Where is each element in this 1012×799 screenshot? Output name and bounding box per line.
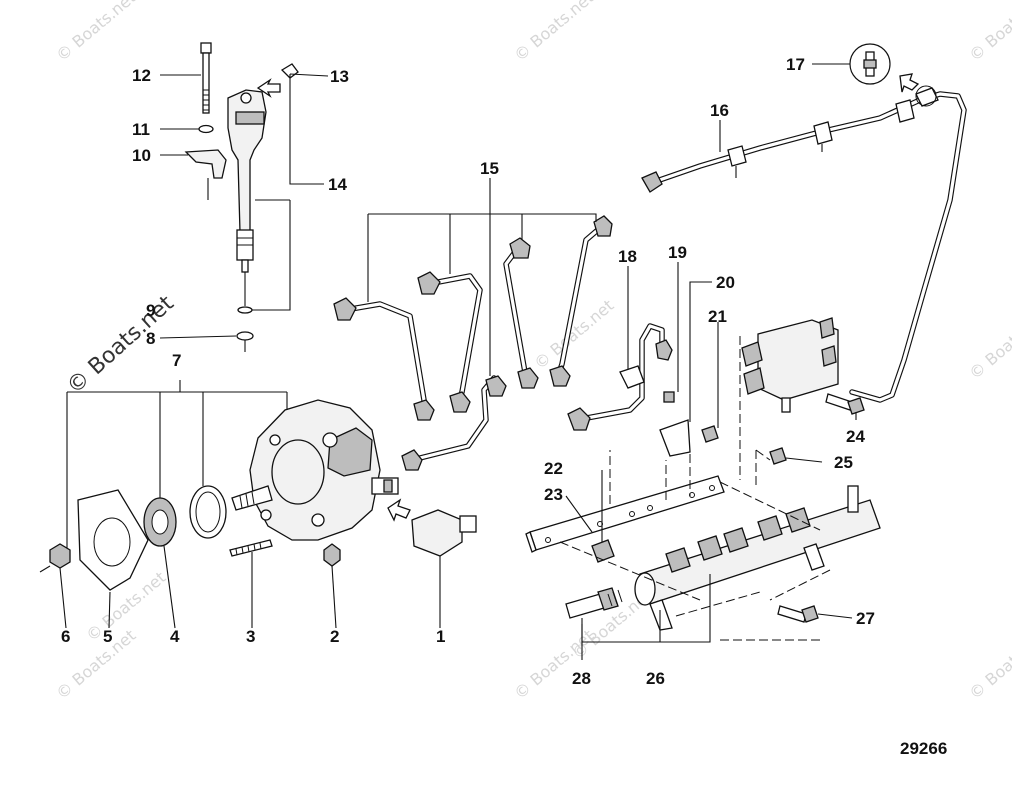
hex-nut — [49, 543, 71, 569]
o-ring — [236, 331, 254, 341]
direction-arrow-icon — [387, 498, 411, 522]
main-watermark: © Boats.net — [62, 291, 179, 400]
callout-label: 14 — [328, 175, 347, 194]
callout-label: 25 — [834, 453, 853, 472]
tee-fitting — [813, 121, 833, 145]
rail-bracket-group — [567, 262, 865, 465]
return-line — [641, 43, 967, 403]
callout-label: 4 — [170, 627, 180, 646]
callout-label: 9 — [146, 301, 155, 320]
injector-assembly — [159, 42, 329, 352]
callout-label: 11 — [132, 120, 150, 139]
callout-label: 24 — [846, 427, 865, 446]
fuel-rail-group — [525, 336, 881, 660]
clamp — [184, 149, 227, 179]
bolt — [769, 447, 787, 465]
pressure-control-valve — [411, 509, 463, 557]
washer — [198, 124, 214, 134]
callout-label: 22 — [544, 459, 563, 478]
watermark-text: © Boats.net — [965, 626, 1012, 703]
sealing-washer — [237, 306, 253, 314]
stud — [229, 539, 273, 557]
figure-reference-number: 29266 — [900, 739, 947, 758]
callout-label: 6 — [61, 627, 70, 646]
callout-label: 28 — [572, 669, 591, 688]
spacer — [591, 539, 615, 563]
callout-label: 18 — [618, 247, 637, 266]
callout-label: 23 — [544, 485, 563, 504]
tee-fitting — [727, 145, 747, 167]
callout-label: 21 — [708, 307, 727, 326]
callout-label: 16 — [710, 101, 729, 120]
direction-arrow-icon — [899, 73, 920, 93]
supply-line — [573, 323, 665, 423]
bolt — [777, 605, 807, 623]
tee-fitting — [895, 99, 915, 123]
injector-top-port — [240, 92, 252, 104]
watermark-text: © Boats.net — [965, 306, 1012, 383]
callout-label: 13 — [330, 67, 349, 86]
injector-tip — [241, 259, 249, 273]
callout-label: 27 — [856, 609, 875, 628]
watermark-text: © Boats.net — [510, 0, 597, 65]
bolt — [663, 391, 675, 403]
watermark-text: © Boats.net — [52, 0, 139, 65]
callout-label: 26 — [646, 669, 665, 688]
callout-label: 19 — [668, 243, 687, 262]
callout-label: 8 — [146, 329, 155, 348]
callout-label: 1 — [436, 627, 445, 646]
bolt-shank — [202, 52, 210, 114]
callout-label: 7 — [172, 351, 181, 370]
callout-label: 12 — [132, 66, 151, 85]
bolt-head — [200, 42, 212, 54]
rail-pipe — [847, 485, 859, 513]
watermark-group: © Boats.net © Boats.net © Boats.net © Bo… — [52, 0, 1012, 703]
mounting-bracket — [659, 419, 691, 457]
callout-label: 5 — [103, 627, 112, 646]
callout-label: 3 — [246, 627, 255, 646]
pump-housing-detail — [327, 427, 373, 477]
callout-labels: 1 2 3 4 5 6 7 8 9 10 11 12 13 14 15 16 1… — [61, 55, 875, 688]
callout-label: 20 — [716, 273, 735, 292]
pump-nut — [323, 543, 341, 567]
rail-end — [634, 572, 656, 606]
pressure-sensor — [565, 593, 605, 619]
callout-label: 2 — [330, 627, 339, 646]
high-pressure-pump — [39, 380, 477, 629]
valve-connector — [459, 515, 477, 533]
injector-connector — [235, 111, 265, 125]
pump-flange — [271, 439, 325, 505]
bolt — [701, 425, 719, 443]
bolt-thread — [203, 89, 209, 111]
watermark-text: © Boats.net — [965, 0, 1012, 65]
callout-label: 17 — [786, 55, 805, 74]
line-clip — [619, 365, 645, 389]
tee-fitting — [915, 87, 939, 107]
callout-label: 10 — [132, 146, 151, 165]
injector-body — [227, 89, 267, 233]
callout-label: 15 — [480, 159, 499, 178]
injector-lines — [333, 178, 613, 471]
direction-arrow-icon — [256, 78, 281, 98]
drive-shaft — [231, 485, 273, 511]
